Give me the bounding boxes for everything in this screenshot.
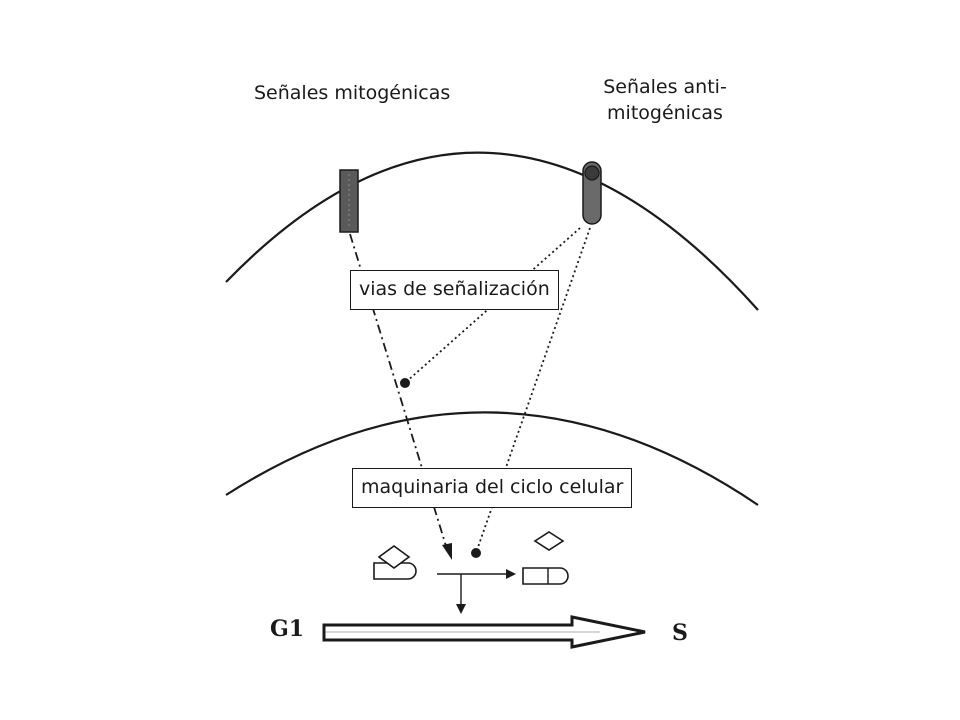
released-diamond-icon [533, 531, 565, 551]
anti-mitogenic-receptor [582, 161, 602, 225]
cyclin-cdk-complex-icon [373, 545, 417, 580]
g1-to-s-arrow [322, 615, 646, 649]
mitogenic-signals-label: Señales mitogénicas [254, 82, 451, 104]
anti-mitogenic-label-line2: mitogénicas [607, 102, 723, 124]
pathway-junction-dot [400, 378, 410, 388]
inhibition-end-dot [471, 548, 481, 558]
g1-phase-label: G1 [270, 616, 305, 642]
reaction-arrowhead [506, 569, 516, 579]
cell-membrane-arc [225, 151, 759, 311]
mitogenic-receptor [339, 169, 359, 233]
s-phase-label: S [672, 620, 688, 646]
free-cdk-capsule-icon [522, 567, 569, 585]
mitogenic-pathway-arrowhead [442, 543, 452, 560]
nuclear-membrane-arc [225, 411, 759, 506]
signaling-pathways-box: vias de señalización [350, 270, 559, 310]
anti-pathway-line-to-machinery [476, 227, 591, 551]
down-arrowhead [456, 604, 466, 614]
anti-mitogenic-label-line1: Señales anti- [603, 76, 727, 98]
anti-mitogenic-signals-label: Señales anti- mitogénicas [590, 74, 740, 126]
cell-cycle-machinery-box: maquinaria del ciclo celular [352, 468, 633, 508]
